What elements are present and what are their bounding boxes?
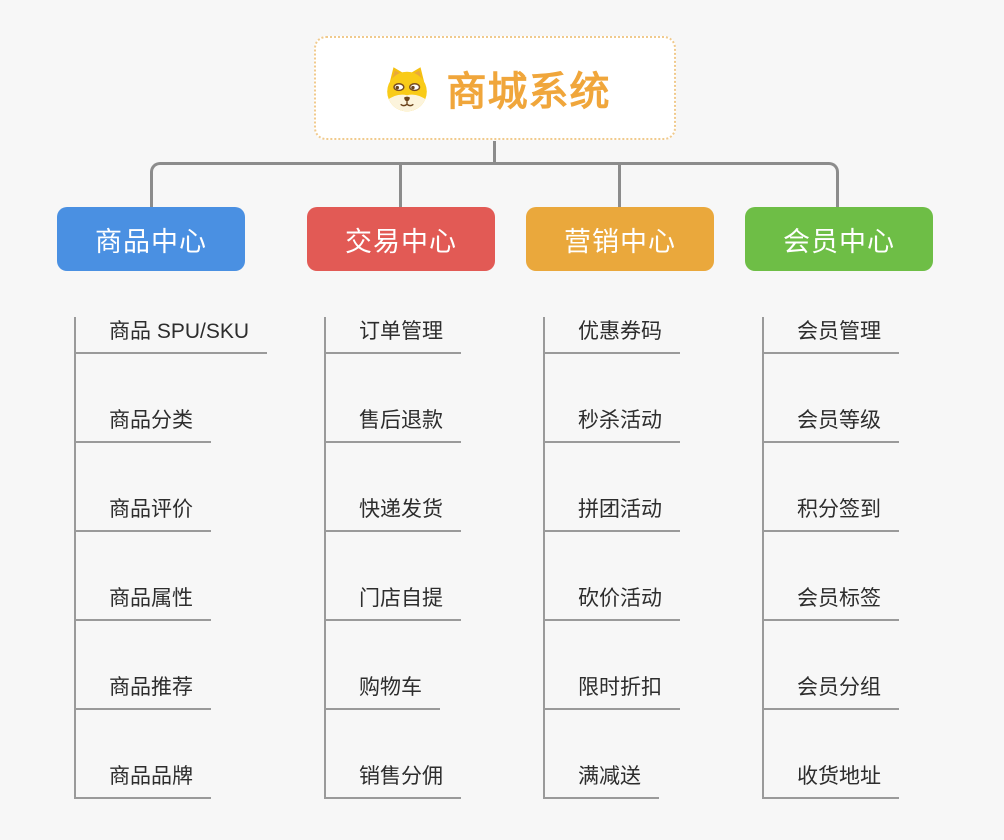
branch-node-member-center[interactable]: 会员中心 <box>745 207 933 271</box>
leaf-node[interactable]: 销售分佣 <box>326 762 461 799</box>
leaf-node[interactable]: 满减送 <box>545 762 659 799</box>
leaf-node[interactable]: 快递发货 <box>326 495 461 532</box>
leaf-node[interactable]: 商品品牌 <box>76 762 211 799</box>
leaf-node[interactable]: 商品属性 <box>76 584 211 621</box>
connector-drop-trade <box>399 165 402 207</box>
leaf-node[interactable]: 秒杀活动 <box>545 406 680 443</box>
connector-drop-marketing <box>618 165 621 207</box>
leaf-node[interactable]: 限时折扣 <box>545 673 680 710</box>
leaf-node[interactable]: 收货地址 <box>764 762 899 799</box>
leaf-node[interactable]: 商品 SPU/SKU <box>76 317 268 354</box>
branch-node-marketing-center[interactable]: 营销中心 <box>526 207 714 271</box>
leaf-node[interactable]: 砍价活动 <box>545 584 680 621</box>
root-node[interactable]: 商城系统 <box>314 36 676 140</box>
leaf-node[interactable]: 会员等级 <box>764 406 899 443</box>
branch-product-center: 商品中心 商品 SPU/SKU 商品分类 商品评价 商品属性 商品推荐 商品品牌 <box>57 207 268 799</box>
leaf-node[interactable]: 商品推荐 <box>76 673 211 710</box>
branch-member-center: 会员中心 会员管理 会员等级 积分签到 会员标签 会员分组 收货地址 <box>745 207 933 799</box>
branch-node-trade-center[interactable]: 交易中心 <box>307 207 495 271</box>
branch-children-member: 会员管理 会员等级 积分签到 会员标签 会员分组 收货地址 <box>762 317 933 799</box>
leaf-node[interactable]: 会员分组 <box>764 673 899 710</box>
leaf-node[interactable]: 购物车 <box>326 673 440 710</box>
leaf-node[interactable]: 商品评价 <box>76 495 211 532</box>
branch-trade-center: 交易中心 订单管理 售后退款 快递发货 门店自提 购物车 销售分佣 <box>307 207 495 799</box>
leaf-node[interactable]: 售后退款 <box>326 406 461 443</box>
branch-children-product: 商品 SPU/SKU 商品分类 商品评价 商品属性 商品推荐 商品品牌 <box>74 317 268 799</box>
branch-marketing-center: 营销中心 优惠券码 秒杀活动 拼团活动 砍价活动 限时折扣 满减送 <box>526 207 714 799</box>
branch-node-product-center[interactable]: 商品中心 <box>57 207 245 271</box>
leaf-node[interactable]: 订单管理 <box>326 317 461 354</box>
leaf-node[interactable]: 优惠券码 <box>545 317 680 354</box>
leaf-node[interactable]: 会员标签 <box>764 584 899 621</box>
leaf-node[interactable]: 积分签到 <box>764 495 899 532</box>
connector-root-stem <box>493 141 496 163</box>
shiba-dog-icon <box>386 67 427 112</box>
leaf-node[interactable]: 拼团活动 <box>545 495 680 532</box>
connector-rail <box>150 162 839 208</box>
leaf-node[interactable]: 门店自提 <box>326 584 461 621</box>
root-title: 商城系统 <box>446 70 611 114</box>
branch-children-trade: 订单管理 售后退款 快递发货 门店自提 购物车 销售分佣 <box>324 317 495 799</box>
branch-children-marketing: 优惠券码 秒杀活动 拼团活动 砍价活动 限时折扣 满减送 <box>543 317 714 799</box>
leaf-node[interactable]: 会员管理 <box>764 317 899 354</box>
leaf-node[interactable]: 商品分类 <box>76 406 211 443</box>
